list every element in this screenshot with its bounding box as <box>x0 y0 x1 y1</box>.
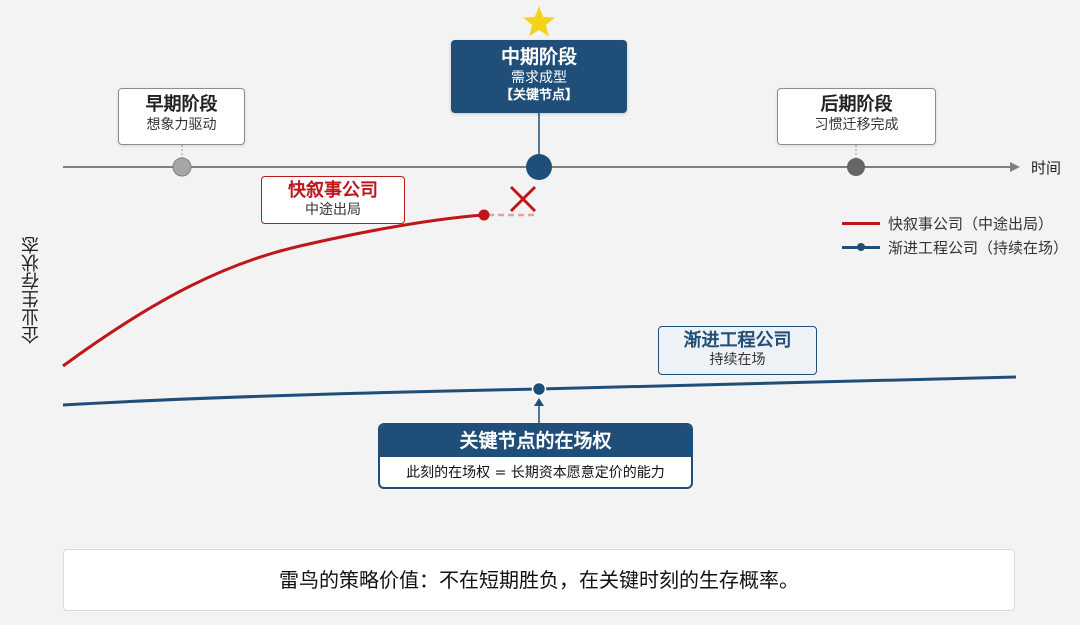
mid-stage-marker <box>526 154 552 180</box>
legend-item-gradual: 渐进工程公司（持续在场） <box>842 235 1068 259</box>
early-stage-subtitle: 想象力驱动 <box>146 117 217 133</box>
late-stage-title: 后期阶段 <box>820 94 893 115</box>
early-stage-title: 早期阶段 <box>145 94 218 115</box>
cross-icon <box>509 185 537 213</box>
timeline-arrow-icon <box>1010 162 1020 172</box>
legend-item-fast: 快叙事公司（中途出局） <box>842 211 1068 235</box>
mid-stage-subtitle: 需求成型 <box>511 70 567 86</box>
legend-swatch-gradual <box>842 242 880 252</box>
fast-company-label: 快叙事公司 中途出局 <box>261 176 405 224</box>
gradual-company-subtitle: 持续在场 <box>709 352 766 368</box>
mid-stage-box: 中期阶段 需求成型 【关键节点】 <box>451 40 627 113</box>
y-axis-label: 企业生存状态 <box>21 236 42 344</box>
gradual-company-title: 渐进工程公司 <box>683 330 792 351</box>
fast-company-subtitle: 中途出局 <box>305 202 361 218</box>
key-point-arrow-head-icon <box>534 398 544 406</box>
early-stage-box: 早期阶段 想象力驱动 <box>118 88 245 145</box>
mid-stage-title: 中期阶段 <box>500 46 577 68</box>
legend: 快叙事公司（中途出局） 渐进工程公司（持续在场） <box>842 211 1068 259</box>
late-stage-box: 后期阶段 习惯迁移完成 <box>777 88 936 145</box>
legend-label-gradual: 渐进工程公司（持续在场） <box>888 238 1069 257</box>
fast-company-title: 快叙事公司 <box>288 180 378 201</box>
time-axis-label: 时间 <box>1031 159 1062 177</box>
star-icon <box>523 6 555 37</box>
key-presence-title: 关键节点的在场权 <box>380 425 691 457</box>
early-stage-marker <box>172 157 192 177</box>
gradual-company-key-point <box>531 381 547 397</box>
footer-statement: 雷鸟的策略价值：不在短期胜负，在关键时刻的生存概率。 <box>63 549 1015 611</box>
legend-label-fast: 快叙事公司（中途出局） <box>888 214 1054 233</box>
key-presence-definition: 此刻的在场权 = 长期资本愿意定价的能力 <box>406 465 665 481</box>
fast-company-curve <box>62 213 485 368</box>
late-stage-marker <box>847 158 865 176</box>
legend-swatch-fast <box>842 218 880 228</box>
key-presence-box: 关键节点的在场权 此刻的在场权 = 长期资本愿意定价的能力 <box>378 423 693 489</box>
gradual-company-label: 渐进工程公司 持续在场 <box>658 326 817 375</box>
fast-company-exit-point <box>478 209 490 221</box>
mid-stage-tag: 【关键节点】 <box>499 88 578 103</box>
late-stage-subtitle: 习惯迁移完成 <box>814 117 899 133</box>
